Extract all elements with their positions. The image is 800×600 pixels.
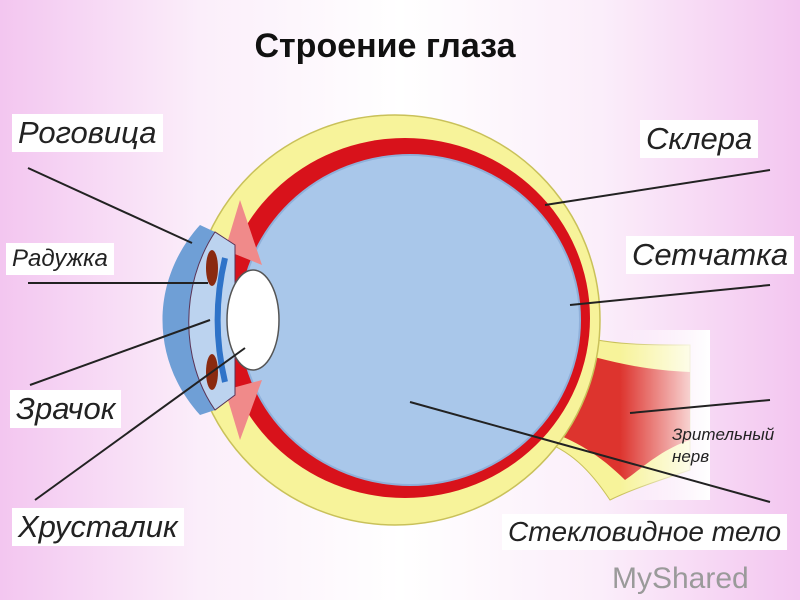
label-vitreous-body: Стекловидное тело bbox=[502, 514, 788, 550]
label-retina: Сетчатка bbox=[626, 236, 795, 274]
label-iris: Радужка bbox=[6, 243, 114, 275]
label-sclera: Склера bbox=[640, 120, 759, 158]
leader-lines bbox=[27, 167, 771, 503]
nerve-fade bbox=[620, 330, 710, 500]
lens bbox=[226, 269, 280, 371]
watermark: MyShared bbox=[612, 562, 749, 595]
label-optic-nerve: Зрительный нерв bbox=[672, 425, 775, 466]
label-pupil: Зрачок bbox=[10, 390, 122, 428]
page-title: Строение глаза bbox=[254, 27, 516, 65]
iris-top bbox=[206, 250, 218, 286]
label-lens: Хрусталик bbox=[12, 508, 184, 546]
pupil-edge bbox=[214, 257, 228, 383]
label-cornea: Роговица bbox=[12, 114, 163, 152]
